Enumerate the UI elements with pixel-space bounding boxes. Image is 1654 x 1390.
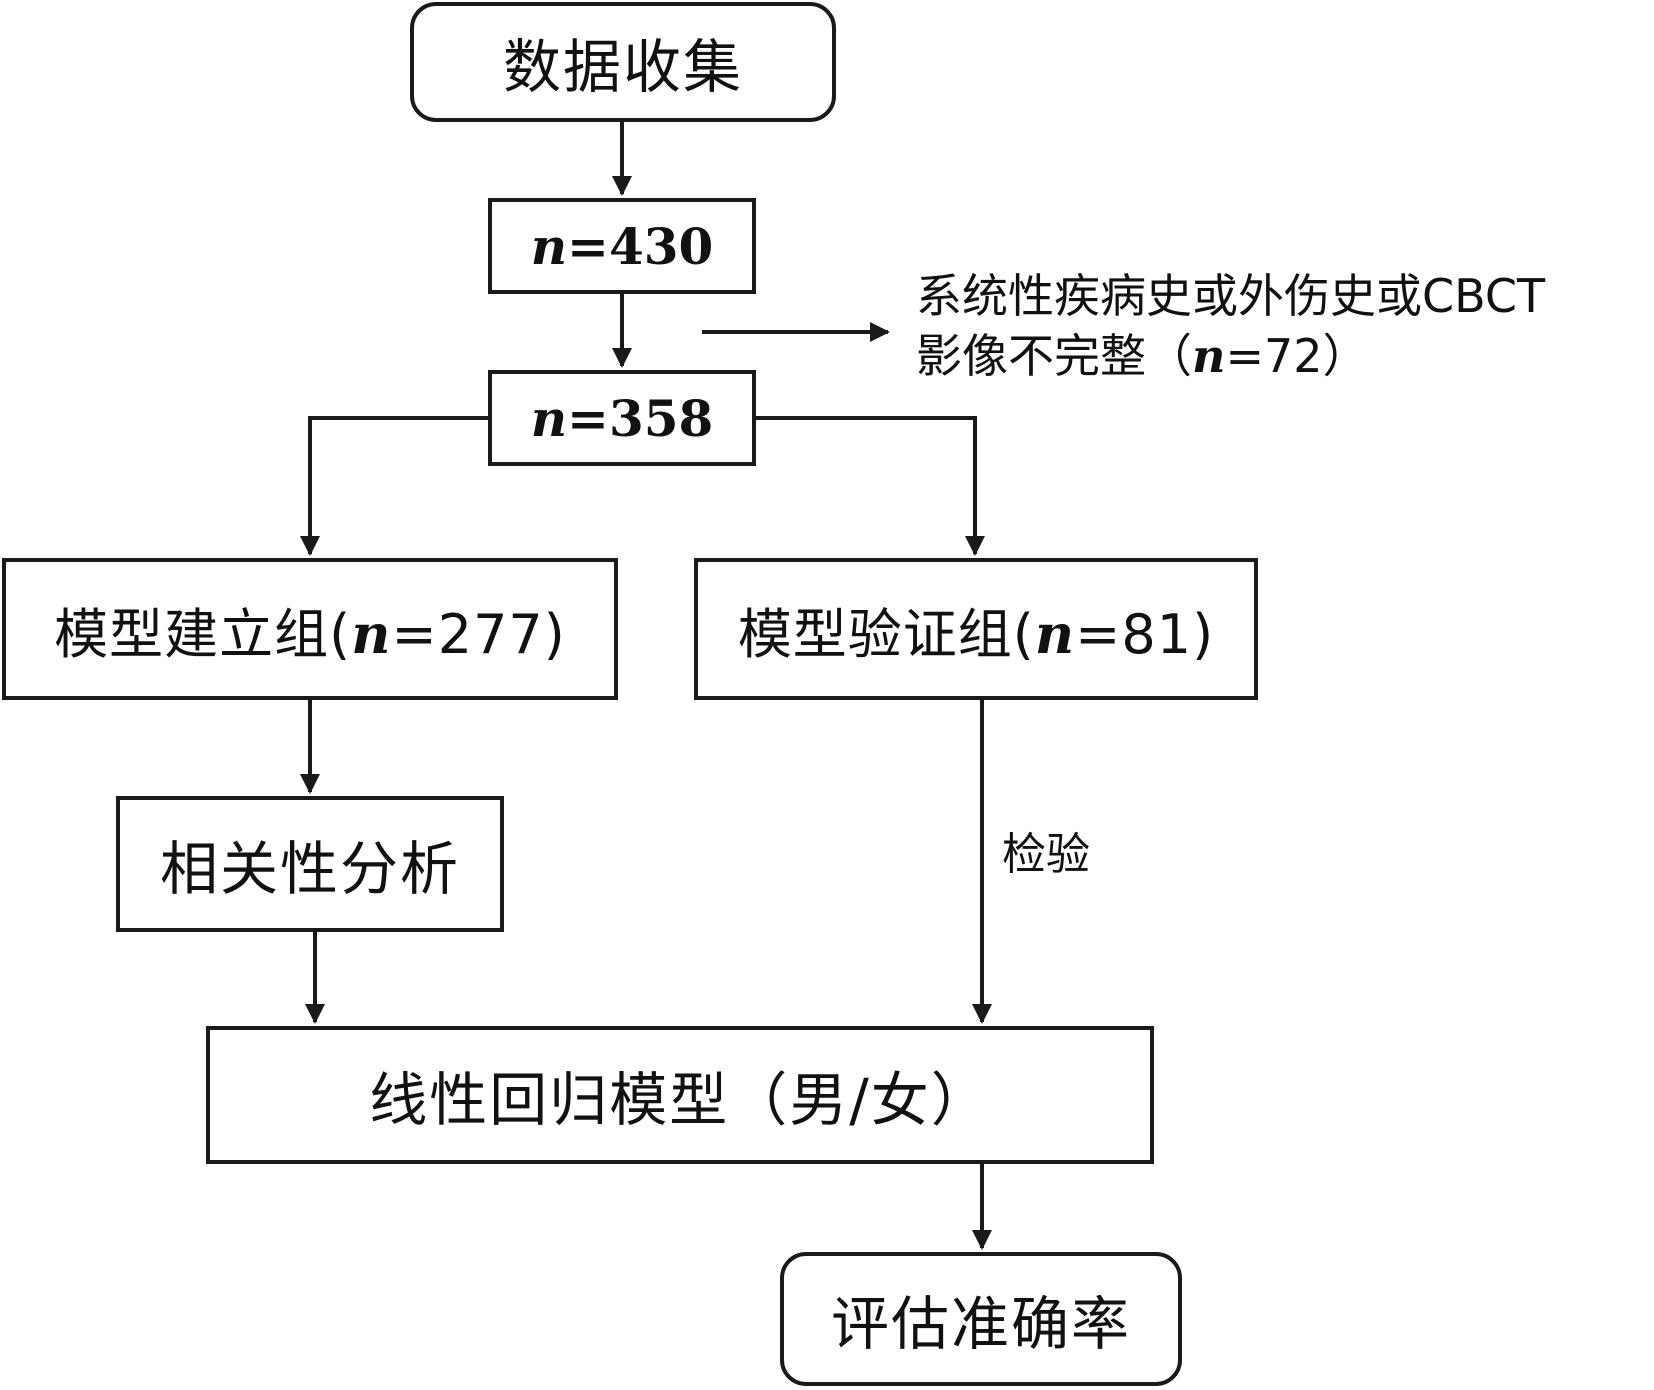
exclusion-note: 系统性疾病史或外伤史或CBCT 影像不完整（n=72） [916, 266, 1545, 386]
sample-size-variable: n [351, 601, 392, 666]
exclusion-note-line1: 系统性疾病史或外伤史或CBCT [916, 269, 1546, 323]
sample-size-variable: n [1034, 601, 1076, 666]
node-n358: n=358 [488, 370, 756, 466]
node-evaluate-accuracy: 评估准确率 [780, 1252, 1182, 1386]
node-n430-label: n=430 [530, 216, 714, 276]
node-data-collection: 数据收集 [410, 2, 836, 122]
node-model-build-group: 模型建立组(n=277) [2, 558, 618, 700]
node-model-validation-group-label: 模型验证组(n=81) [737, 601, 1215, 666]
node-correlation-analysis: 相关性分析 [116, 796, 504, 932]
exclusion-note-line2: 影像不完整（n=72） [916, 329, 1369, 383]
sample-size-variable: n [1192, 329, 1226, 383]
edge-label-verify: 检验 [1002, 829, 1090, 880]
sample-size-variable: n [530, 388, 568, 448]
node-model-build-group-label: 模型建立组(n=277) [54, 601, 566, 666]
node-n358-label: n=358 [530, 388, 714, 448]
arrow-n358-to-validate [756, 416, 985, 556]
node-model-validation-group: 模型验证组(n=81) [694, 558, 1258, 700]
node-evaluate-accuracy-label: 评估准确率 [830, 1290, 1131, 1358]
node-linear-regression-model: 线性回归模型（男/女） [206, 1026, 1154, 1164]
node-correlation-analysis-label: 相关性分析 [159, 835, 460, 903]
node-data-collection-label: 数据收集 [502, 33, 743, 101]
sample-size-variable: n [530, 216, 568, 276]
node-n430: n=430 [488, 198, 756, 294]
node-linear-regression-model-label: 线性回归模型（男/女） [369, 1066, 991, 1134]
arrow-n358-to-build [300, 416, 488, 556]
